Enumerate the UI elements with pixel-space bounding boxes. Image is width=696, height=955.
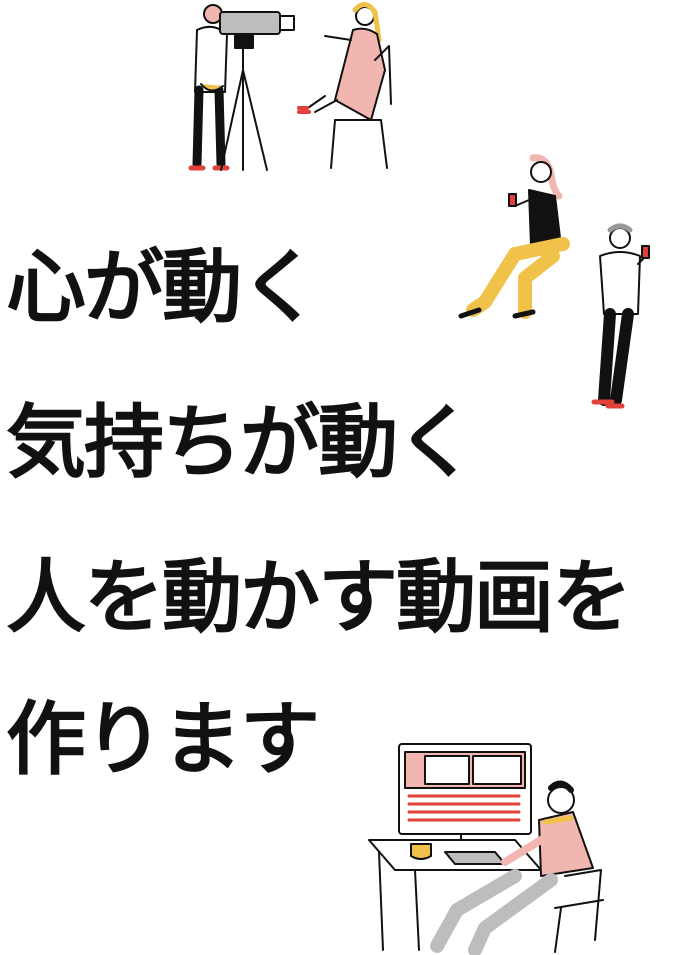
- video-editor-at-desk-illustration: [368, 743, 604, 955]
- headline-line-1: 心が動く: [6, 241, 320, 334]
- camera-operator-and-interviewee-illustration: [188, 2, 392, 171]
- headline-line-3: 人を動かす動画を: [6, 551, 632, 644]
- standing-man-with-phone-illustration: [591, 223, 650, 409]
- headline-line-4: 作ります: [6, 693, 320, 786]
- headline-line-2: 気持ちが動く: [6, 396, 476, 489]
- seated-woman-with-phone-illustration: [458, 154, 570, 319]
